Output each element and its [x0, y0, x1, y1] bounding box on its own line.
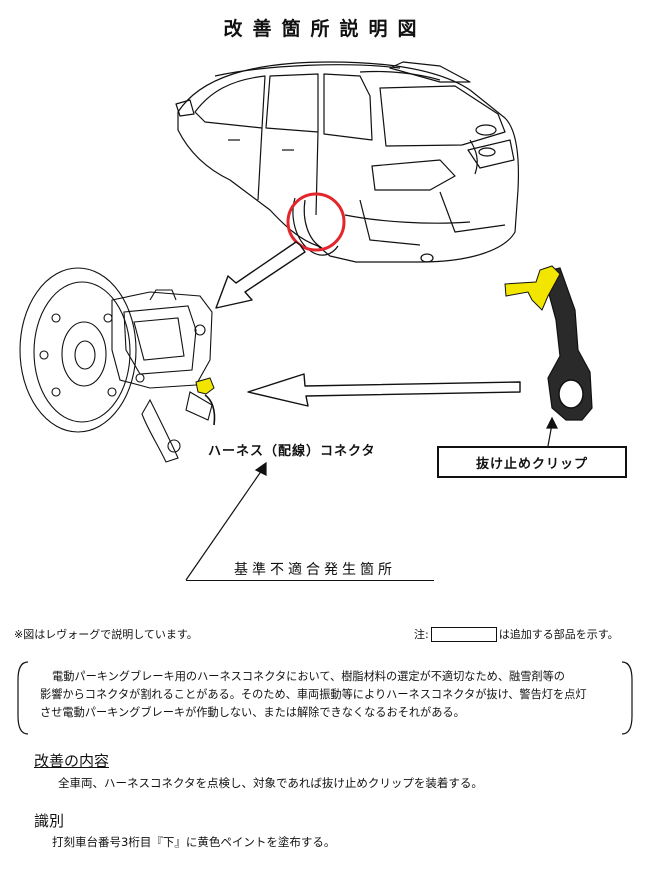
- location-pointer: [185, 461, 267, 581]
- nonconformity-location-label: 基準不適合発生箇所: [234, 562, 396, 578]
- clip-pointer: [546, 416, 558, 447]
- improvement-text: 全車両、ハーネスコネクタを点検し、対象であれば抜け止めクリップを装着する。: [58, 776, 483, 790]
- retaining-clip-label-box: 抜け止めクリップ: [437, 446, 627, 478]
- added-part-on-assembly: [195, 377, 215, 395]
- description-line-3: させ電動パーキングブレーキが作動しない、または解除できなくなるおそれがある。: [40, 706, 465, 719]
- illustration: [19, 61, 593, 581]
- description-line-1: 電動パーキングブレーキ用のハーネスコネクタにおいて、樹脂材料の選定が不適切なため…: [52, 670, 565, 683]
- car-illustration: [175, 61, 520, 263]
- left-bracket: [17, 661, 29, 735]
- identification-heading: 識別: [34, 812, 65, 830]
- improvement-heading: 改善の内容: [34, 752, 110, 770]
- clip-illustration: [504, 265, 593, 421]
- page-title: 改善箇所説明図: [223, 18, 427, 40]
- illustration-note: ※図はレヴォーグで説明しています。: [14, 628, 198, 641]
- brake-assembly: [19, 267, 216, 463]
- identification-text: 打刻車台番号3桁目『下』に黄色ペイントを塗布する。: [52, 835, 336, 849]
- right-bracket: [621, 661, 633, 735]
- legend-note: 注: は追加する部品を示す。: [414, 626, 619, 642]
- description-line-2: 影響からコネクタが割れることがある。そのため、車両振動等によりハーネスコネクタが…: [40, 688, 587, 701]
- highlight-circle: [286, 192, 346, 252]
- arrow-to-brake: [215, 241, 306, 309]
- arrow-clip-to-connector: [247, 373, 521, 407]
- legend-box: [430, 626, 497, 642]
- legend-prefix: 注:: [414, 628, 429, 641]
- problem-description: 電動パーキングブレーキ用のハーネスコネクタにおいて、樹脂材料の選定が不適切なため…: [40, 668, 615, 722]
- legend-suffix: は追加する部品を示す。: [498, 628, 619, 641]
- location-underline: [186, 580, 434, 581]
- retaining-clip-label: 抜け止めクリップ: [475, 456, 588, 472]
- harness-connector-label: ハーネス（配線）コネクタ: [208, 444, 376, 459]
